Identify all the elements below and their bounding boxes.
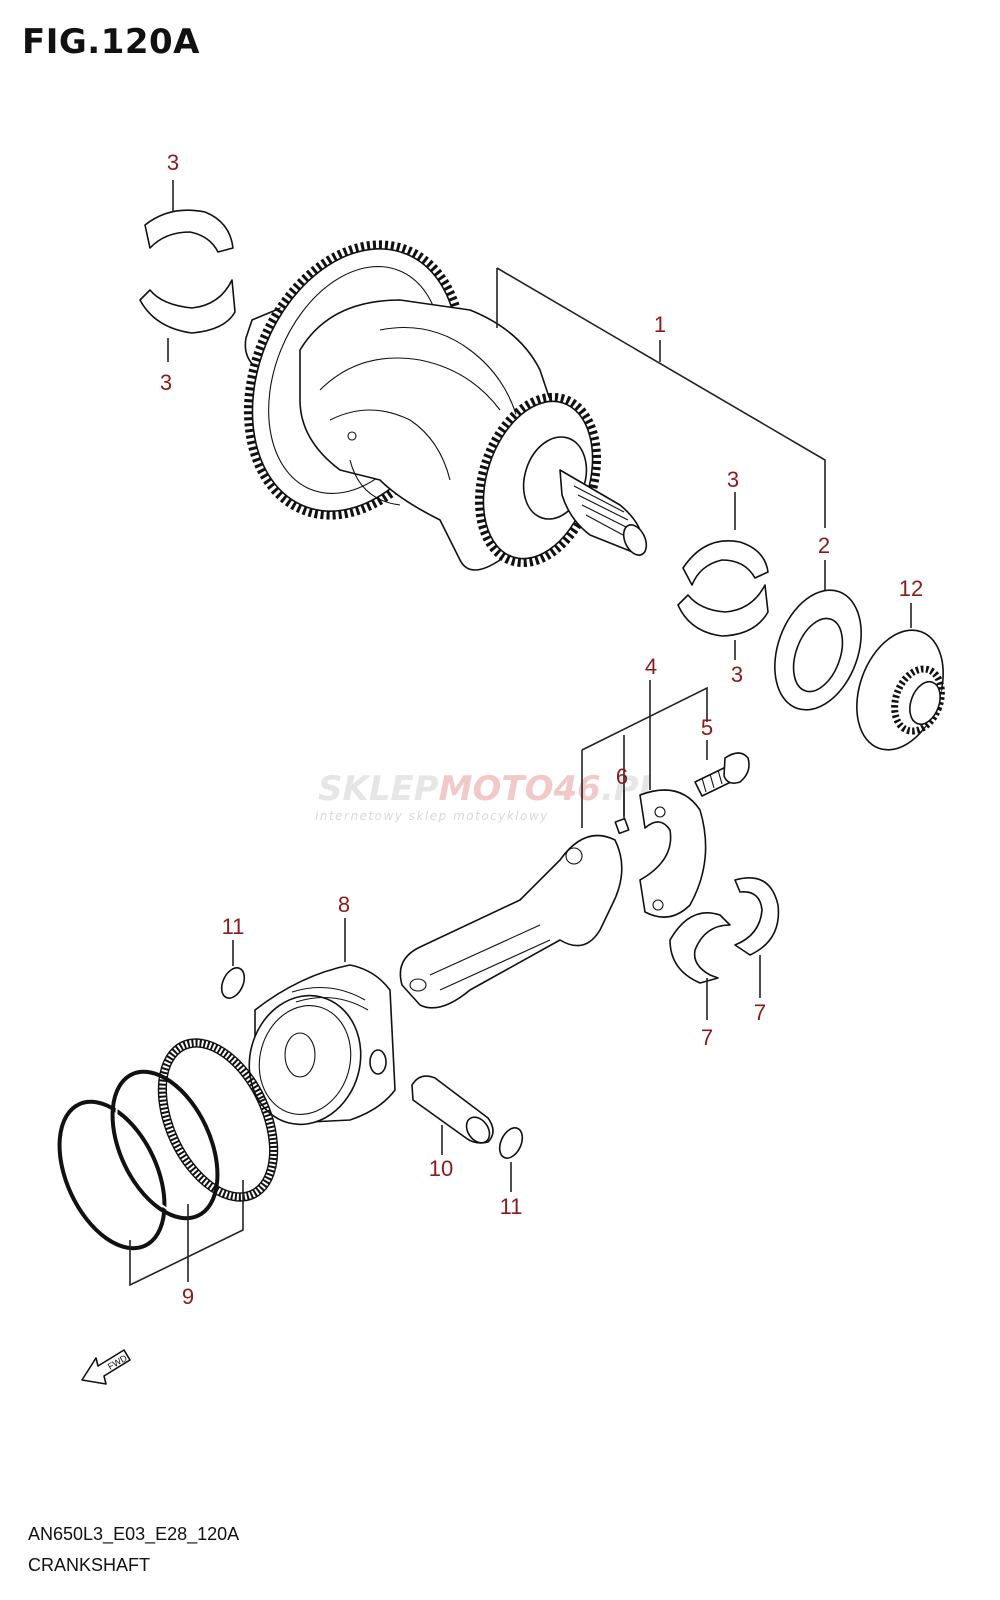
callout-9: 9 <box>182 1284 194 1309</box>
callout-7-left: 7 <box>701 1025 713 1050</box>
gear-disc <box>856 629 945 751</box>
rod-bolt <box>694 752 750 797</box>
callout-8: 8 <box>338 892 350 917</box>
callout-3-right-upper: 3 <box>727 467 739 492</box>
rod-bearing-shells <box>669 876 780 984</box>
svg-text:SKLEPMOTO46.PL: SKLEPMOTO46.PL <box>318 769 660 809</box>
piston <box>248 964 396 1126</box>
circlip-upper <box>220 967 246 999</box>
callout-6: 6 <box>616 764 628 789</box>
callout-3-upper: 3 <box>167 150 179 175</box>
fwd-arrow-icon: FWD <box>81 1349 131 1385</box>
crankshaft-illustration <box>243 240 648 571</box>
callout-12: 12 <box>899 576 923 601</box>
watermark-brand-c: 46 <box>553 769 601 809</box>
callout-11-lower: 11 <box>500 1194 523 1219</box>
callout-labels: 3 3 1 3 2 12 3 4 5 6 8 11 7 7 10 11 9 <box>160 150 923 1309</box>
connecting-rod <box>399 789 707 1009</box>
callout-10: 10 <box>429 1156 453 1181</box>
piston-pin <box>411 1075 494 1144</box>
footer-model-code: AN650L3_E03_E28_120A <box>28 1524 240 1544</box>
callout-3-lower: 3 <box>160 370 172 395</box>
bearing-shell-upper-left <box>139 209 236 334</box>
watermark-tagline: internetowy sklep motocyklowy <box>315 809 549 823</box>
watermark: SKLEPMOTO46.PL internetowy sklep motocyk… <box>315 769 660 823</box>
watermark-brand-b: MOTO <box>439 769 554 809</box>
callout-5: 5 <box>701 715 713 740</box>
bearing-shell-right <box>677 540 769 637</box>
circlip-lower <box>498 1127 524 1159</box>
thrust-washer <box>774 589 862 711</box>
dowel-pin <box>614 817 630 835</box>
callout-1: 1 <box>654 312 666 337</box>
watermark-brand-a: SKLEP <box>318 769 439 809</box>
callout-7-right: 7 <box>754 1000 766 1025</box>
piston-rings <box>57 1038 279 1251</box>
callout-2: 2 <box>818 533 830 558</box>
leader-lines <box>129 180 912 1287</box>
footer-section-name: CRANKSHAFT <box>28 1555 151 1575</box>
callout-11-upper: 11 <box>222 914 245 939</box>
figure-title: FIG.120A <box>22 22 200 62</box>
callout-4: 4 <box>645 654 657 679</box>
callout-3-right-lower: 3 <box>731 662 743 687</box>
